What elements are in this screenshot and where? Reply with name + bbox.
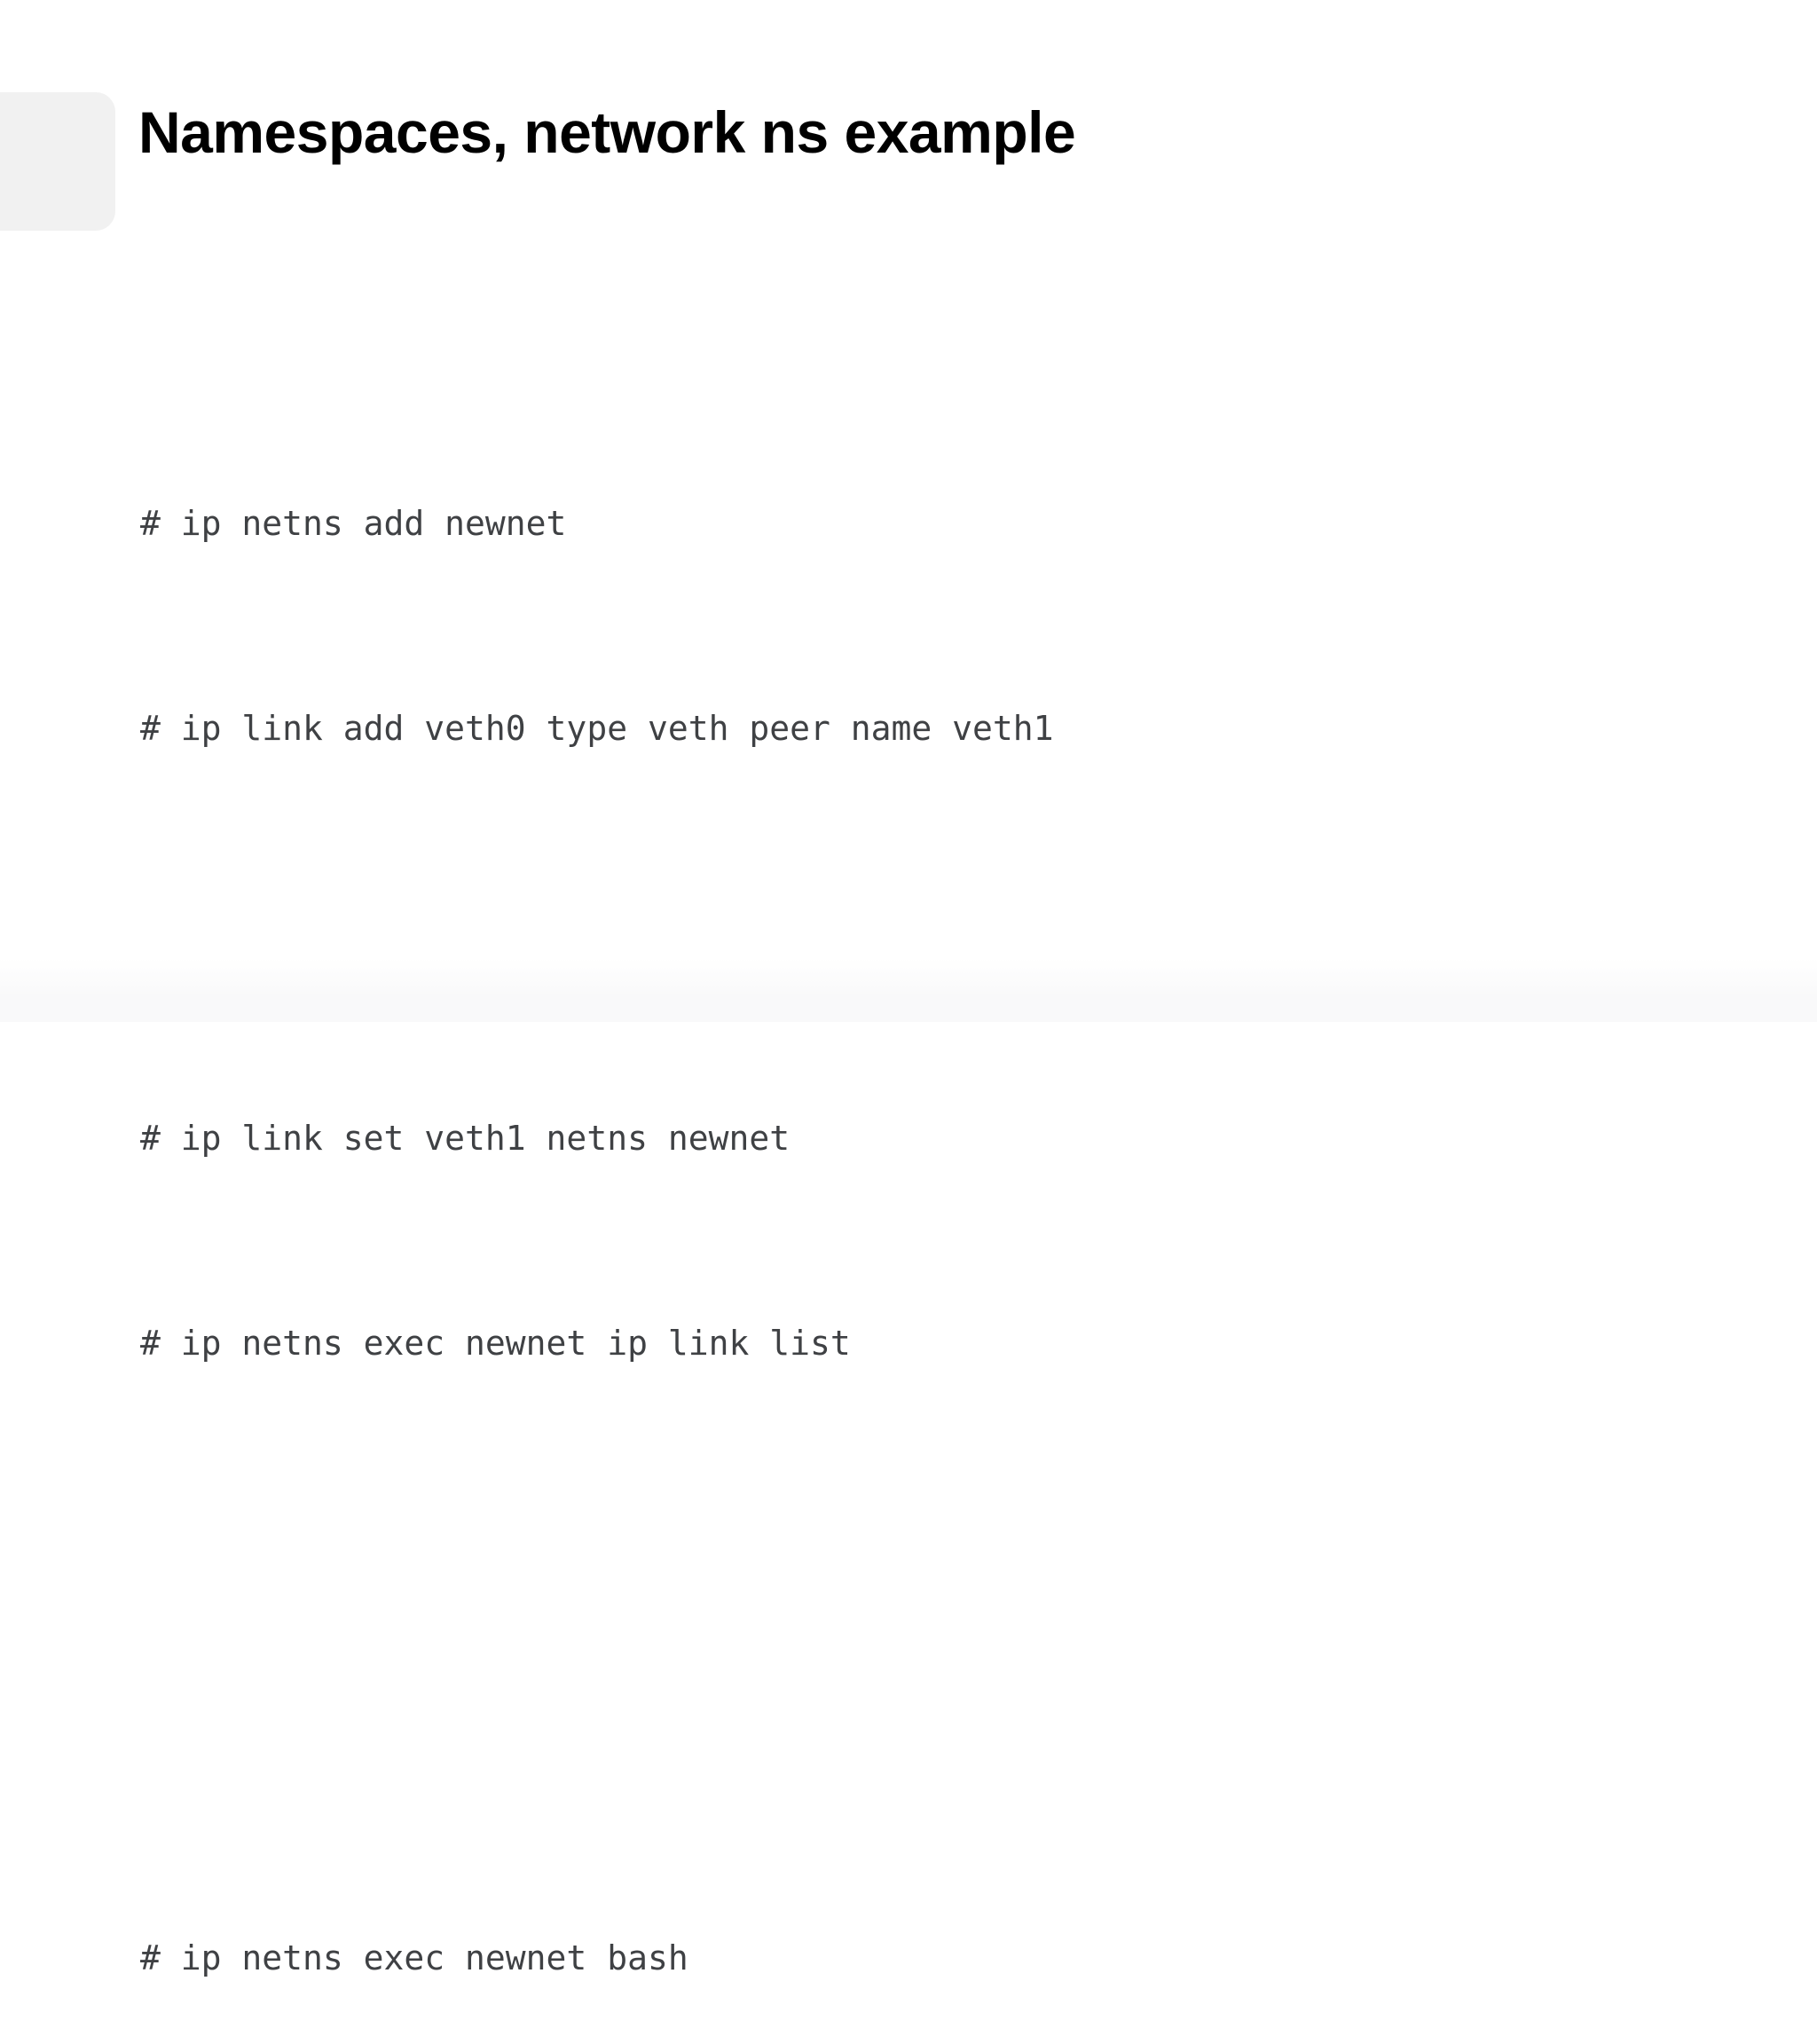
- code-line-blank: [140, 1514, 1054, 1583]
- page-title: Namespaces, network ns example: [138, 99, 1076, 165]
- slide-bottom-band: [0, 958, 1817, 1022]
- code-block: # ip netns add newnet # ip link add veth…: [140, 353, 1054, 2044]
- code-line: # ip netns add newnet: [140, 504, 567, 543]
- code-line: # ip netns exec newnet bash: [140, 1938, 688, 1977]
- presentation-slide: Namespaces, network ns example # ip netn…: [0, 92, 1817, 1977]
- code-line: # ip link set veth1 netns newnet: [140, 1119, 791, 1158]
- code-line: # ip link add veth0 type veth peer name …: [140, 709, 1054, 748]
- code-line: # ip netns exec newnet ip link list: [140, 1324, 851, 1363]
- code-line-blank: [140, 1719, 1054, 1788]
- title-accent-block: [0, 92, 115, 231]
